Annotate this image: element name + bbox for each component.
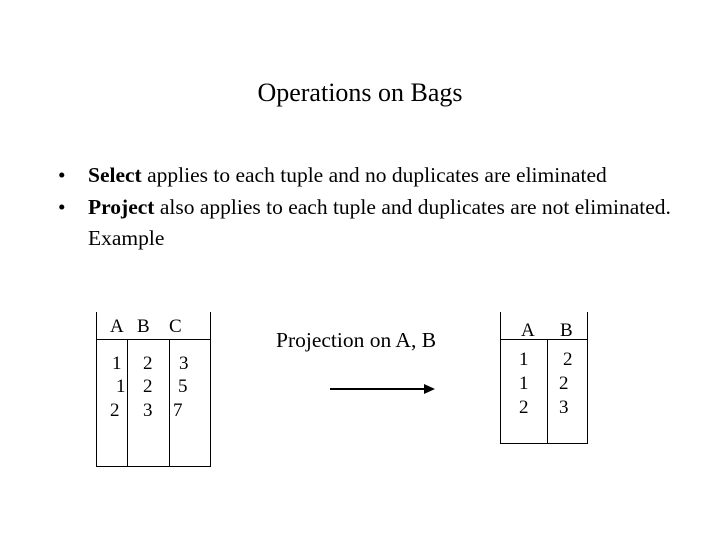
table-cell: 2 bbox=[143, 376, 153, 397]
header-divider bbox=[97, 339, 210, 340]
table-cell: 2 bbox=[559, 373, 569, 394]
header-cell-b: B bbox=[137, 316, 150, 337]
projection-label: Projection on A, B bbox=[276, 328, 437, 352]
right-arrow-icon bbox=[330, 384, 435, 394]
bullet-select: • Select applies to each tuple and no du… bbox=[58, 160, 678, 191]
table-cell: 3 bbox=[559, 397, 569, 418]
bullet-keyword: Project bbox=[88, 195, 155, 219]
projected-relation-table: A B 1 2 1 2 2 3 bbox=[500, 312, 588, 444]
bullet-keyword: Select bbox=[88, 163, 142, 187]
bullet-project: • Project also applies to each tuple and… bbox=[58, 192, 678, 254]
table-cell: 3 bbox=[179, 353, 189, 374]
bullet-list: • Select applies to each tuple and no du… bbox=[58, 160, 678, 255]
bullet-dot: • bbox=[58, 163, 66, 187]
table-cell: 2 bbox=[110, 400, 120, 421]
bullet-dot: • bbox=[58, 195, 66, 219]
table-cell: 3 bbox=[143, 400, 153, 421]
table-cell: 1 bbox=[116, 376, 126, 397]
header-divider bbox=[501, 339, 587, 340]
table-cell: 1 bbox=[519, 373, 529, 394]
header-cell-b: B bbox=[560, 320, 573, 341]
column-divider bbox=[127, 339, 128, 466]
header-cell-a: A bbox=[110, 316, 124, 337]
column-divider bbox=[169, 339, 170, 466]
table-cell: 2 bbox=[143, 353, 153, 374]
header-cell-c: C bbox=[169, 316, 182, 337]
bullet-text: applies to each tuple and no duplicates … bbox=[141, 163, 607, 187]
bullet-text: also applies to each tuple and duplicate… bbox=[88, 195, 671, 250]
column-divider bbox=[547, 339, 548, 443]
table-cell: 2 bbox=[519, 397, 529, 418]
table-cell: 5 bbox=[178, 376, 188, 397]
table-cell: 2 bbox=[563, 349, 573, 370]
header-cell-a: A bbox=[521, 320, 535, 341]
table-cell: 1 bbox=[112, 353, 122, 374]
source-relation-table: A B C 1 2 3 1 2 5 2 3 7 bbox=[96, 312, 211, 467]
slide-title: Operations on Bags bbox=[257, 78, 463, 107]
table-cell: 1 bbox=[519, 349, 529, 370]
table-cell: 7 bbox=[173, 400, 183, 421]
